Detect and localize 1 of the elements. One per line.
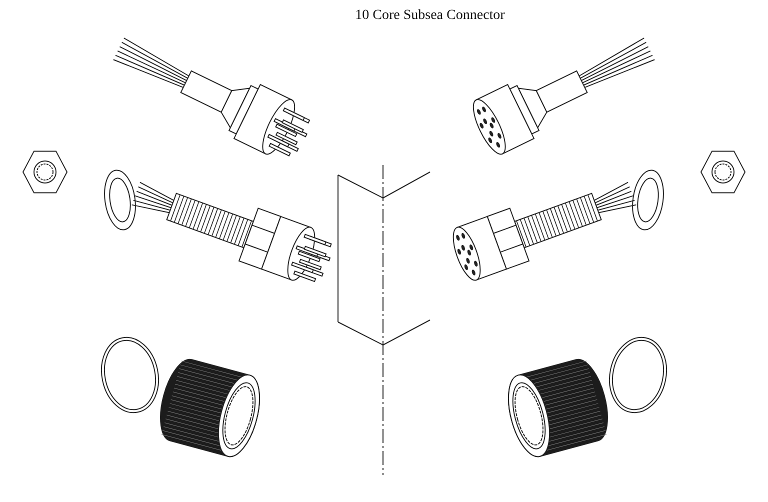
title: 10 Core Subsea Connector bbox=[354, 8, 506, 24]
